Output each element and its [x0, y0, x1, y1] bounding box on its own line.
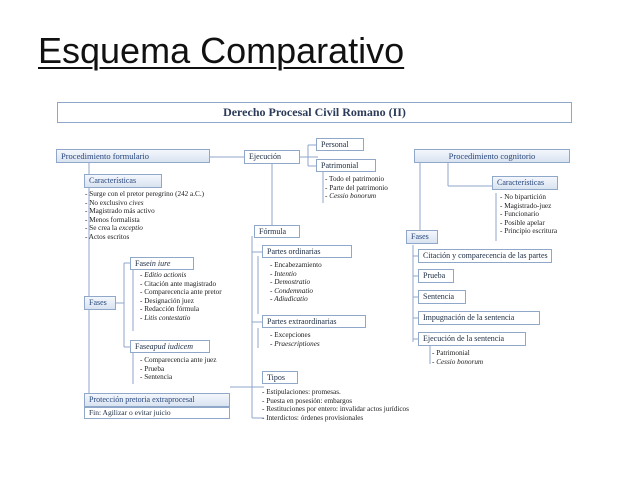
- list-item: - Sentencia: [140, 373, 173, 381]
- list-item: - Editio actionis: [140, 271, 187, 279]
- caracteristicas-formulario-list: - Surge con el pretor peregrino (242 a.C…: [85, 190, 204, 241]
- diagram-header: Derecho Procesal Civil Romano (II): [57, 102, 572, 123]
- list-item: - Surge con el pretor peregrino (242 a.C…: [85, 190, 205, 198]
- tipos-box: Tipos: [262, 371, 298, 384]
- patrimonial-box: Patrimonial: [316, 159, 376, 172]
- fase-in-iure-list: - Editio actionis - Citación ante magist…: [140, 271, 222, 322]
- list-item: - Cessio bonorum: [432, 357, 484, 366]
- citacion-box: Citación y comparecencia de las partes: [418, 249, 552, 263]
- impugnacion-box: Impugnación de la sentencia: [418, 311, 540, 325]
- list-item: - Demostratio: [270, 278, 311, 286]
- list-item: - Interdictos: órdenes provisionales: [262, 413, 364, 422]
- list-item: - Restituciones por entero: invalidar ac…: [262, 405, 409, 413]
- personal-box: Personal: [316, 138, 364, 151]
- proteccion-fin-box: Fin: Agilizar o evitar juicio: [84, 407, 230, 419]
- list-item: - Comparecencia ante pretor: [140, 288, 222, 296]
- ejecucion-sentencia-box: Ejecución de la sentencia: [418, 332, 526, 346]
- list-item: - Excepciones: [270, 331, 311, 339]
- list-item: - Intentio: [270, 269, 297, 278]
- fases-cognitorio-box: Fases: [406, 230, 438, 244]
- partes-extraordinarias-list: - Excepciones - Praescriptiones: [270, 331, 320, 348]
- list-item: - Prueba: [140, 364, 165, 373]
- list-item: - Puesta en posesión: embargos: [262, 396, 353, 405]
- list-item: - Parte del patrimonio: [325, 183, 388, 192]
- caracteristicas-cognitorio-box: Características: [492, 176, 558, 190]
- patrimonial-list: - Todo el patrimonio - Parte del patrimo…: [325, 175, 388, 201]
- ejecucion-sentencia-list: - Patrimonial - Cessio bonorum: [432, 349, 483, 366]
- proteccion-pretoria-box: Protección pretoria extraprocesal: [84, 393, 230, 407]
- list-item: - Menos formalista: [85, 215, 140, 224]
- list-item: - Adiudicatio: [270, 295, 308, 303]
- list-item: - Patrimonial: [432, 349, 470, 357]
- tipos-list: - Estipulaciones: promesas. - Puesta en …: [262, 388, 409, 422]
- formula-box: Fórmula: [254, 225, 300, 238]
- caracteristicas-formulario-box: Características: [84, 174, 162, 188]
- procedimiento-formulario-box: Procedimiento formulario: [56, 149, 210, 163]
- list-item: - Se crea la exceptio: [85, 224, 143, 232]
- list-item: - Estipulaciones: promesas.: [262, 388, 341, 396]
- list-item: - Posible apelar: [500, 218, 545, 227]
- list-item: - Designación juez: [140, 296, 194, 305]
- list-item: - No bipartición: [500, 193, 546, 201]
- list-item: - Funcionario: [500, 210, 539, 218]
- prueba-box: Prueba: [418, 269, 454, 283]
- list-item: - Cessio bonorum: [325, 192, 377, 200]
- list-item: - Todo el patrimonio: [325, 175, 385, 183]
- fases-formulario-box: Fases: [84, 296, 116, 310]
- partes-ordinarias-list: - Encabezamiento - Intentio - Demostrati…: [270, 261, 322, 304]
- list-item: - No exclusivo cives: [85, 198, 144, 207]
- list-item: - Magistrado más activo: [85, 207, 155, 215]
- list-item: - Redacción fórmula: [140, 305, 200, 313]
- partes-ordinarias-box: Partes ordinarias: [262, 245, 352, 258]
- ejecucion-box: Ejecución: [244, 150, 300, 164]
- fase-in-iure-box: Fase in iure: [130, 257, 194, 270]
- list-item: - Citación ante magistrado: [140, 279, 217, 288]
- fase-apud-iudicem-box: Fase apud iudicem: [130, 340, 210, 353]
- procedimiento-cognitorio-box: Procedimiento cognitorio: [414, 149, 570, 163]
- list-item: - Litis contestatio: [140, 313, 191, 322]
- slide-title: Esquema Comparativo: [38, 30, 405, 71]
- list-item: - Encabezamiento: [270, 261, 322, 269]
- list-item: - Principio escritura: [500, 227, 558, 235]
- list-item: - Condemnatio: [270, 286, 313, 295]
- fase-apud-iudicem-list: - Comparecencia ante juez - Prueba - Sen…: [140, 356, 216, 382]
- sentencia-box: Sentencia: [418, 290, 466, 304]
- partes-extraordinarias-box: Partes extraordinarias: [262, 315, 366, 328]
- list-item: - Magistrado-juez: [500, 201, 552, 210]
- list-item: - Comparecencia ante juez: [140, 356, 217, 364]
- caracteristicas-cognitorio-list: - No bipartición - Magistrado-juez - Fun…: [500, 193, 557, 236]
- list-item: - Actos escritos: [85, 232, 130, 241]
- list-item: - Praescriptiones: [270, 339, 320, 348]
